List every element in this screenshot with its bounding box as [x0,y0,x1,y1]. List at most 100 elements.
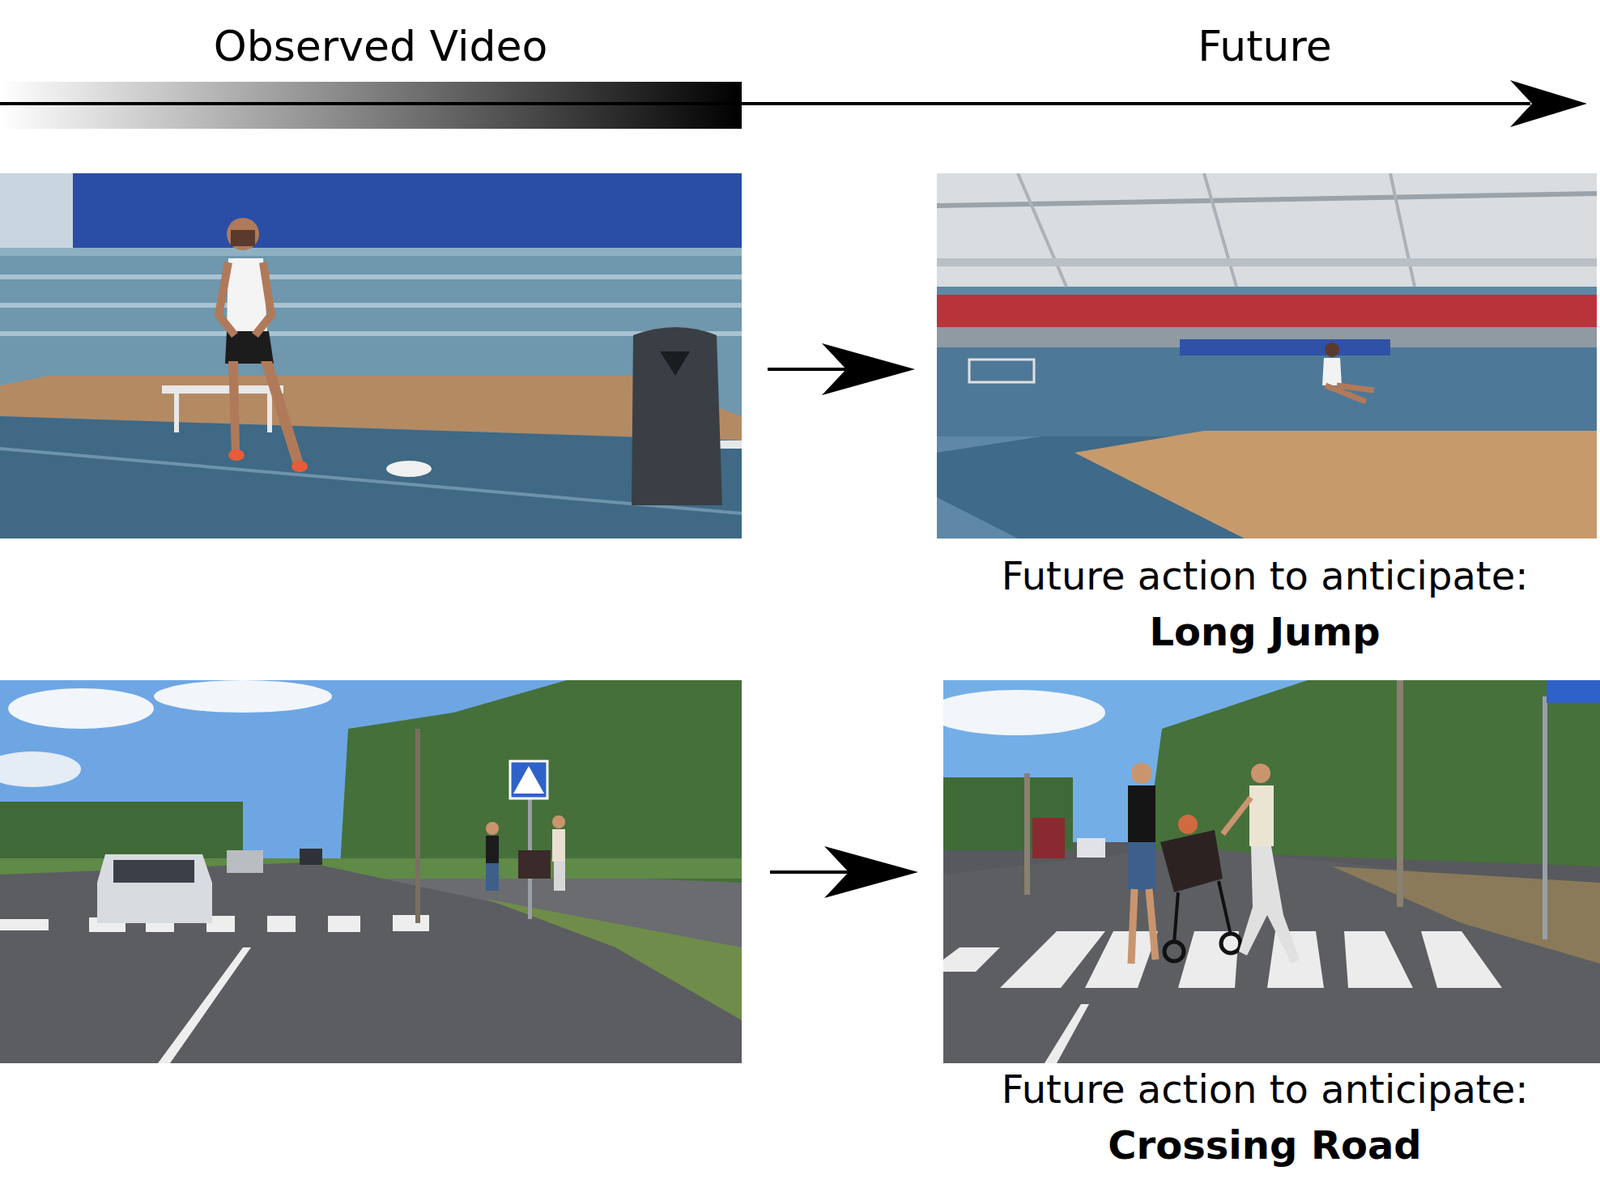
cloud [927,689,1106,736]
roof-edge [936,258,1597,267]
crosswalk-stripe [0,919,49,931]
stroller [518,850,551,879]
crosswalk-stripe [1344,931,1413,988]
stroller-wheel [1221,933,1241,954]
roof-strut [1390,173,1415,287]
athlete-hair [230,229,256,247]
anticipation-caption: Future action to anticipate: [1001,553,1529,600]
red-seats [936,294,1597,328]
stripe [0,331,742,337]
bench-leg [267,393,273,433]
blue-mat [1179,339,1391,356]
timeline-line [0,102,1531,106]
verge [485,898,742,1021]
pedestrian-legs [553,861,566,891]
arrowhead [821,343,915,396]
arrowhead [824,846,919,898]
woman-head [1251,763,1271,783]
woman-legs [1238,846,1300,964]
timeline-heading: Observed Video [213,21,548,72]
crosswalk-stripe [1421,931,1503,988]
athlete-leg [260,361,303,465]
man-legs [1131,889,1156,964]
lane-line [0,448,742,514]
road [943,846,1600,1064]
photo-ground [0,680,742,1064]
woman-top [1249,785,1274,847]
stadium-roof [936,173,1597,287]
stroller-frame [1174,880,1231,944]
action-label: Crossing Road [1107,1122,1422,1170]
jumper-body [1322,357,1342,386]
far-car [226,850,264,873]
lane-marking [157,947,252,1064]
pedestrian-legs [485,863,499,891]
photo-ground [936,173,1597,539]
pedestrian-head [552,815,566,829]
crosswalk-stripe [943,947,1000,972]
far-car [1076,838,1106,858]
woman-arm [1222,797,1252,835]
pole [1024,773,1030,895]
cloud [153,680,332,713]
far-car [299,848,323,865]
stripe [0,274,742,280]
roof-strut [1017,173,1067,287]
photo-observed-road [0,680,742,1064]
athlete-shoe [291,460,308,473]
pole [415,728,421,924]
athlete-head [226,217,260,251]
bench [161,385,284,394]
trees-right [340,680,742,883]
lane-marking [1044,1004,1090,1064]
man-shorts [1127,842,1156,891]
anticipation-caption: Future action to anticipate: [1001,1066,1529,1114]
window [0,173,73,248]
bench-leg [174,393,179,433]
sign-triangle [513,765,545,794]
man-shirt [1127,785,1156,843]
blue-curtain [0,173,742,248]
runway [0,416,742,539]
crossing-sign [510,761,548,799]
car [97,854,213,924]
pedestrian-head [485,821,499,835]
photo-future-road [927,680,1600,1064]
action-label: Long Jump [1148,608,1380,656]
jumper-legs [1325,385,1375,402]
athlete-arm [218,262,235,336]
roof-strut [1204,173,1237,287]
crosswalk-stripe [1178,931,1239,988]
child [1178,814,1198,835]
pole [1396,680,1404,907]
sign [1546,680,1600,703]
shoe [386,460,432,477]
roof-strut [936,193,1597,206]
stroller-wheel [1164,941,1184,962]
crosswalk-stripe [392,914,430,932]
stripe [0,302,742,308]
photo-observed-jump [0,173,742,539]
athlete-arm [255,262,272,336]
cloud [0,751,81,788]
pedestrian-body [552,829,566,862]
athlete-shoe [228,449,245,461]
car-window [113,859,195,883]
hurdle [969,359,1035,383]
man-head [1131,762,1153,784]
truck [1032,817,1065,859]
crosswalk-stripe [327,915,361,932]
timeline-heading: Future [1197,21,1332,72]
athlete-leg [228,361,240,453]
arrow-line [770,870,861,874]
sand-pit [1074,430,1597,539]
track [936,347,1597,437]
crosswalk-stripe [267,915,296,932]
pedestrian-body [485,835,499,864]
trash-can [631,327,723,506]
trees-left [0,801,243,859]
stripe [0,247,742,256]
arrow-line [767,367,859,371]
photo-ground [0,173,742,539]
cloud [8,688,154,729]
